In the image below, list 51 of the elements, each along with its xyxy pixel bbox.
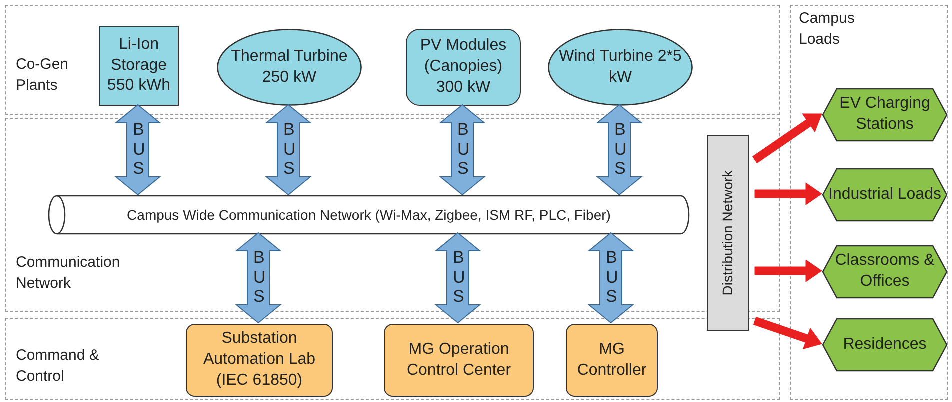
power-arrow — [754, 182, 822, 206]
node-label: Li-Ion Storage 550 kWh — [106, 34, 172, 96]
rounded-box — [406, 29, 521, 106]
edge-label: BUS — [133, 120, 142, 179]
node-label: EV Charging Stations — [838, 94, 932, 135]
bus-arrow — [588, 232, 634, 324]
load-hexagon — [823, 246, 947, 298]
power-arrow — [754, 260, 822, 282]
turbine-ellipse — [548, 29, 693, 106]
node-label: Distribution Network — [718, 170, 737, 296]
network-pipe — [49, 196, 689, 234]
power-arrow — [752, 114, 822, 164]
bus-arrow — [439, 104, 486, 196]
region-label: Command & Control — [16, 346, 100, 387]
node-label: Residences — [842, 334, 928, 355]
power-arrow — [753, 316, 822, 350]
bus-arrow — [434, 232, 482, 324]
bus-arrow — [114, 104, 162, 196]
edge-label: BUS — [284, 120, 293, 179]
node-label: PV Modules (Canopies) 300 kW — [419, 36, 508, 98]
bus-arrow — [596, 104, 643, 196]
dashed-region — [790, 5, 948, 400]
bus-arrow — [235, 232, 282, 324]
node-label: Industrial Loads — [828, 184, 942, 205]
node-label: Campus Wide Communication Network (Wi-Max, Zigbee, ISM RF, PLC, Fiber) — [127, 206, 611, 224]
edge-label: BUS — [458, 120, 467, 179]
bus-arrow — [265, 104, 312, 196]
turbine-ellipse — [217, 29, 362, 106]
node-label: Wind Turbine 2*5 kW — [558, 46, 683, 88]
node-label: Substation Automation Lab (IEC 61850) — [202, 329, 317, 391]
edge-label: BUS — [453, 248, 462, 307]
region-label: Campus Loads — [799, 9, 856, 50]
region-label: Communication Network — [16, 253, 122, 294]
edge-label: BUS — [614, 120, 624, 179]
load-hexagon — [823, 169, 947, 221]
storage-box — [99, 26, 179, 106]
load-hexagon — [823, 319, 947, 371]
dashed-region — [5, 5, 780, 115]
load-hexagon — [823, 89, 947, 141]
node-label: MG Operation Control Center — [406, 340, 512, 380]
distribution-box — [707, 135, 749, 331]
edge-label: BUS — [606, 248, 616, 307]
rounded-box — [186, 324, 333, 397]
region-label: Co-Gen Plants — [16, 55, 70, 96]
rounded-box — [566, 324, 658, 397]
dashed-region — [5, 318, 780, 400]
node-label: MG Controller — [576, 340, 648, 380]
node-label: Classrooms & Offices — [834, 251, 936, 292]
node-label: Thermal Turbine 250 kW — [230, 46, 349, 88]
edge-label: BUS — [254, 248, 263, 307]
rounded-box — [384, 324, 534, 397]
